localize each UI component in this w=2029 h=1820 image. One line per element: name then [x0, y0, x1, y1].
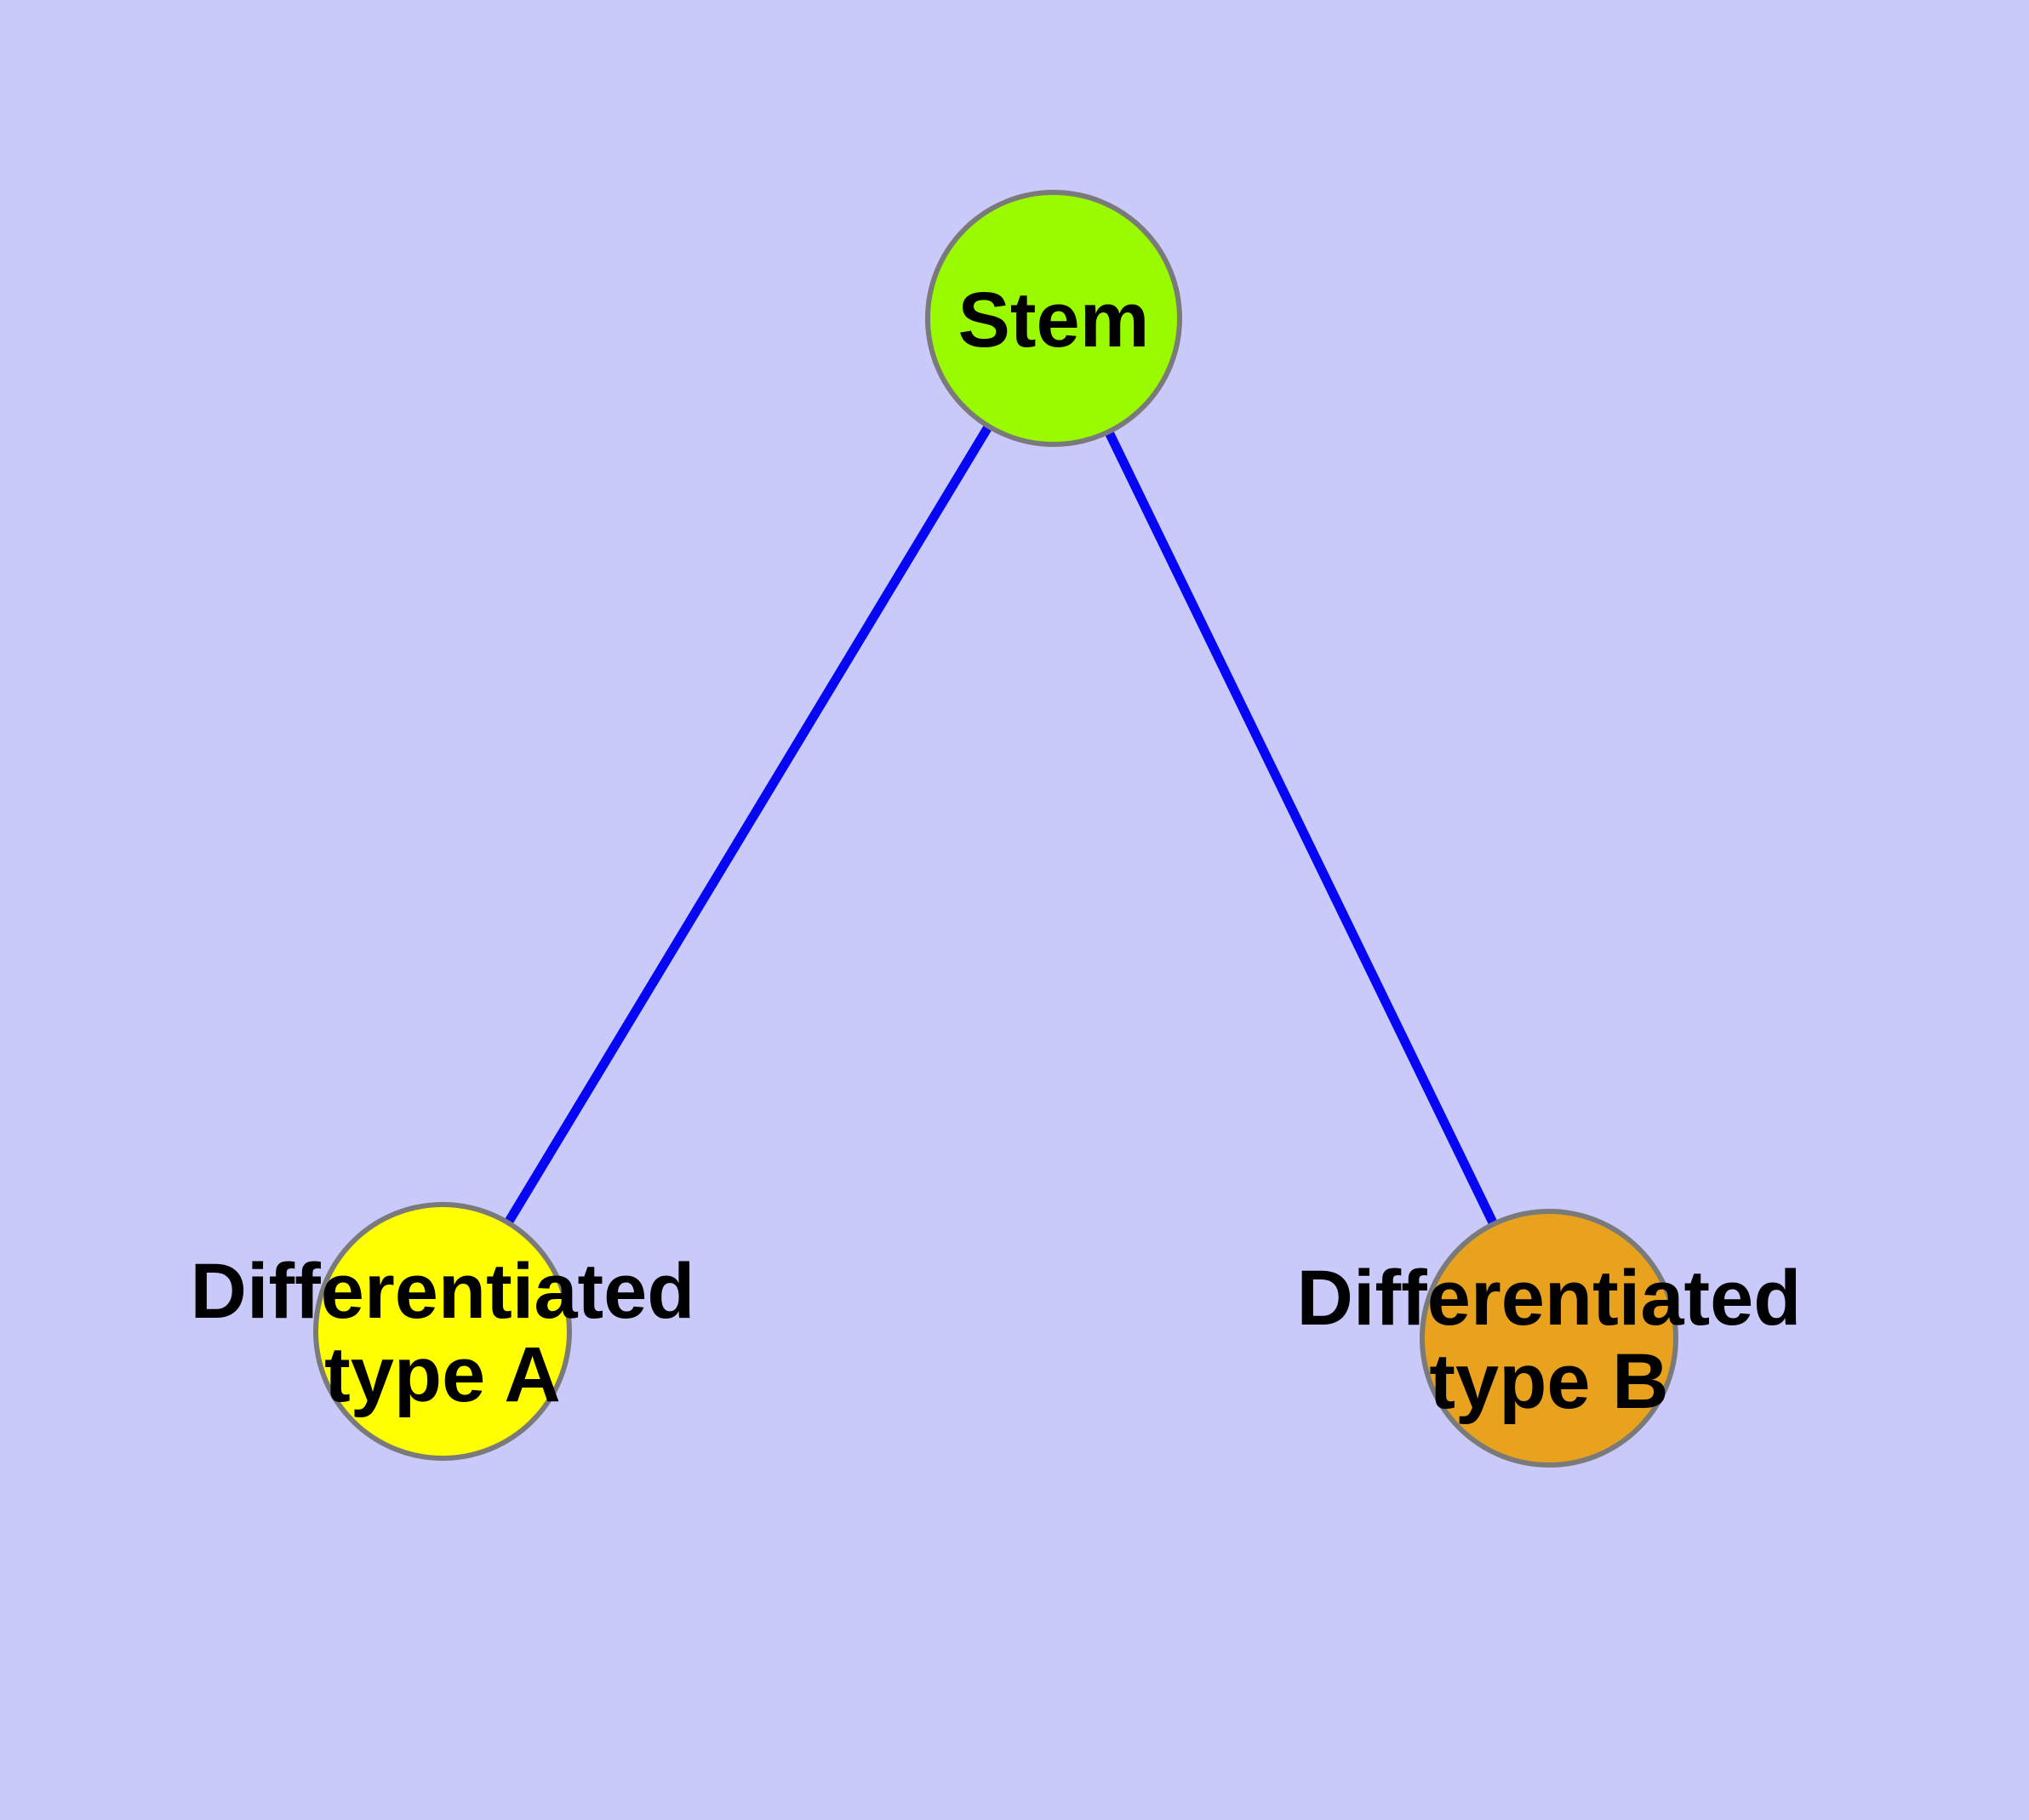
node-type-a-circle [313, 1202, 572, 1461]
node-type-b-label-line2: type B [1429, 1338, 1668, 1425]
node-stem-label: Stem [958, 277, 1150, 363]
edge-stem-to-type-b [1049, 316, 1553, 1341]
node-type-a-label-line1: Differentiated [191, 1248, 695, 1335]
edge-stem-to-type-a [438, 316, 1058, 1334]
node-stem-circle [925, 190, 1182, 447]
node-type-b-label-line1: Differentiated [1297, 1255, 1802, 1342]
node-type-a-label-line2: type A [324, 1331, 561, 1418]
node-type-b-circle [1420, 1209, 1678, 1468]
